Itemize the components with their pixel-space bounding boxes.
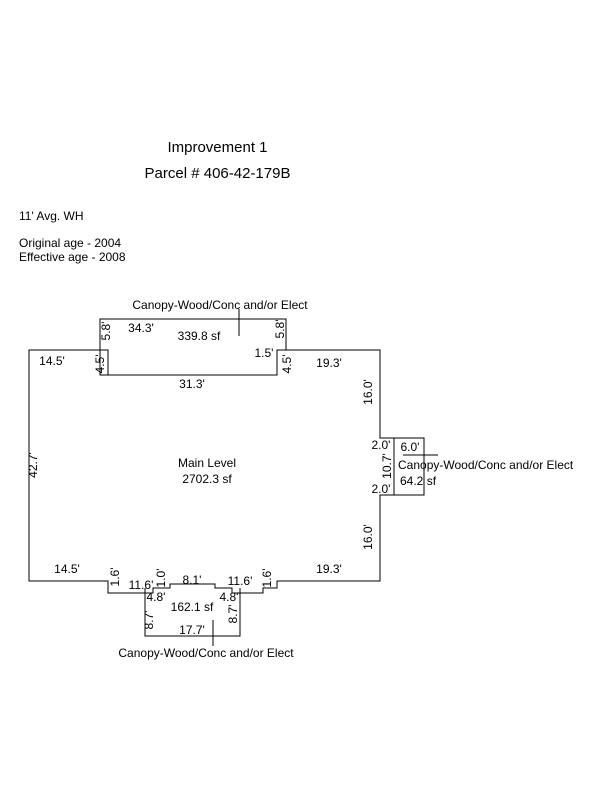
canopy-right-outline [380, 437, 425, 496]
canopy-top-outline [99, 318, 287, 376]
dim-step-left: 1.6' [108, 568, 122, 587]
dim-bottom-inner-right: 11.6' [228, 574, 253, 588]
dim-canopy-bottom-right-step: 4.8' [220, 590, 239, 604]
dim-canopy-bottom-width: 17.7' [179, 623, 205, 637]
wall-height: 11' Avg. WH [19, 209, 84, 223]
canopy-top-name: Canopy-Wood/Conc and/or Elect [132, 298, 308, 312]
dim-notch-top-left: 4.5' [93, 355, 107, 374]
dim-bottom-center: 8.1' [183, 573, 202, 587]
dim-canopy-right-bottom-step: 2.0' [372, 482, 391, 496]
dim-bottom-inner-left: 11.6' [129, 578, 154, 592]
dim-bottom-left: 14.5' [54, 562, 80, 576]
dim-canopy-right-top-step: 2.0' [372, 438, 391, 452]
dim-top-left: 14.5' [39, 354, 65, 368]
dim-bottom-center-step: 1.0' [154, 569, 168, 588]
dim-right-lower: 16.0' [361, 524, 375, 550]
original-age: Original age - 2004 [19, 236, 122, 250]
main-level-outline [28, 349, 395, 594]
dim-top-right: 19.3' [316, 356, 342, 370]
canopy-bottom-area: 162.1 sf [171, 600, 214, 614]
dim-notch-top-right: 4.5' [280, 355, 294, 374]
main-level-area: 2702.3 sf [182, 472, 232, 486]
effective-age: Effective age - 2008 [19, 250, 126, 264]
dim-canopy-top-left: 5.8' [99, 322, 113, 341]
dim-canopy-top-width: 34.3' [128, 321, 154, 335]
dim-bottom-right: 19.3' [316, 562, 342, 576]
dim-canopy-bottom-left: 8.7' [142, 611, 156, 630]
main-level-name: Main Level [178, 456, 236, 470]
dim-step-right: 1.6' [260, 569, 274, 588]
canopy-right-area: 64.2 sf [400, 474, 437, 488]
dim-canopy-bottom-left-step: 4.8' [147, 590, 166, 604]
dim-canopy-top-right: 5.8' [273, 320, 287, 339]
parcel-number: Parcel # 406-42-179B [144, 165, 291, 182]
dim-notch-top-bottom: 31.3' [179, 377, 205, 391]
canopy-bottom-outline [144, 588, 241, 637]
dim-left: 42.7' [26, 452, 40, 478]
canopy-right-name: Canopy-Wood/Conc and/or Elect [398, 458, 574, 472]
dim-right-upper: 16.0' [361, 379, 375, 405]
canopy-bottom-name: Canopy-Wood/Conc and/or Elect [118, 646, 294, 660]
improvement-title: Improvement 1 [167, 139, 268, 156]
dim-canopy-bottom-right: 8.7' [226, 605, 240, 624]
dim-canopy-right-width: 6.0' [401, 440, 420, 454]
canopy-top-area: 339.8 sf [178, 329, 221, 343]
dim-canopy-right-height: 10.7' [380, 453, 394, 479]
dim-canopy-top-step: 1.5' [255, 346, 274, 360]
